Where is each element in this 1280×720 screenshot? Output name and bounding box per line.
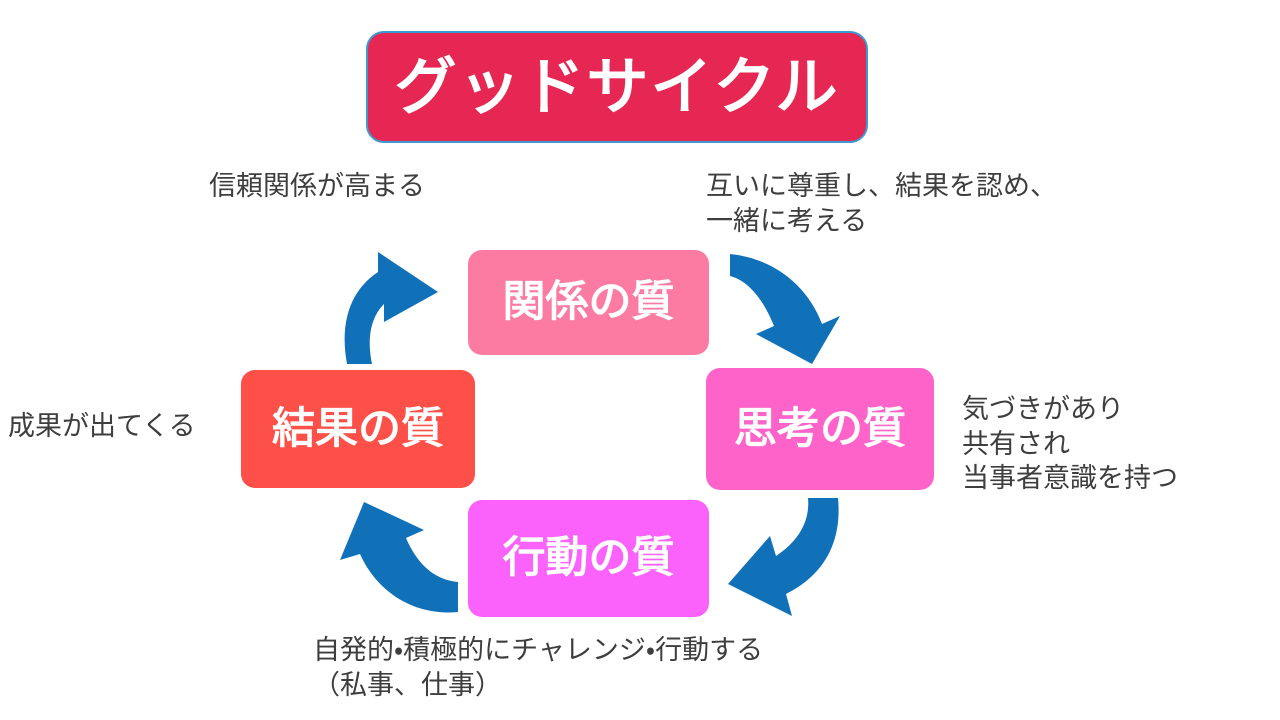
- caption-awareness-shared: 気づきがあり 共有され 当事者意識を持つ: [962, 394, 1178, 495]
- diagram-title-banner: グッドサイクル: [366, 31, 868, 143]
- node-quality-of-results[interactable]: 結果の質: [241, 370, 475, 488]
- arrow-thinking-to-action-icon: [728, 498, 839, 616]
- arrow-result-to-relation-icon: [344, 252, 438, 364]
- node-label: 思考の質: [734, 403, 906, 454]
- caption-mutual-respect: 互いに尊重し、結果を認め、 一緒に考える: [706, 171, 1057, 237]
- arrow-action-to-result-icon: [340, 502, 458, 613]
- node-quality-of-action[interactable]: 行動の質: [468, 500, 709, 617]
- node-label: 行動の質: [502, 533, 675, 583]
- arrow-relation-to-thinking-icon: [730, 254, 840, 364]
- caption-results-emerge: 成果が出てくる: [8, 411, 196, 442]
- node-quality-of-relationships[interactable]: 関係の質: [468, 250, 709, 355]
- caption-trust-deepens: 信頼関係が高まる: [209, 171, 425, 202]
- diagram-title-label: グッドサイクル: [394, 50, 840, 123]
- node-quality-of-thinking[interactable]: 思考の質: [706, 368, 934, 490]
- node-label: 結果の質: [272, 403, 444, 454]
- node-label: 関係の質: [502, 277, 675, 327]
- caption-proactive-challenge: 自発的・積極的にチャレンジ・行動する （私事、仕事）: [313, 635, 764, 701]
